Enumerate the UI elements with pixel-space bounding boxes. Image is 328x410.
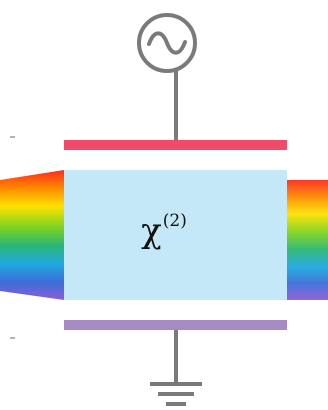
output-beam (287, 180, 328, 300)
bottom-electrode (64, 320, 287, 330)
ac-voltage-source-icon (139, 15, 195, 71)
input-beam (0, 170, 64, 300)
chi-2-label: χ(2) (98, 213, 230, 248)
chi-symbol: χ (141, 211, 162, 251)
top-electrode (64, 140, 287, 150)
ground-icon (150, 384, 202, 404)
chi-order-superscript: (2) (163, 211, 187, 231)
